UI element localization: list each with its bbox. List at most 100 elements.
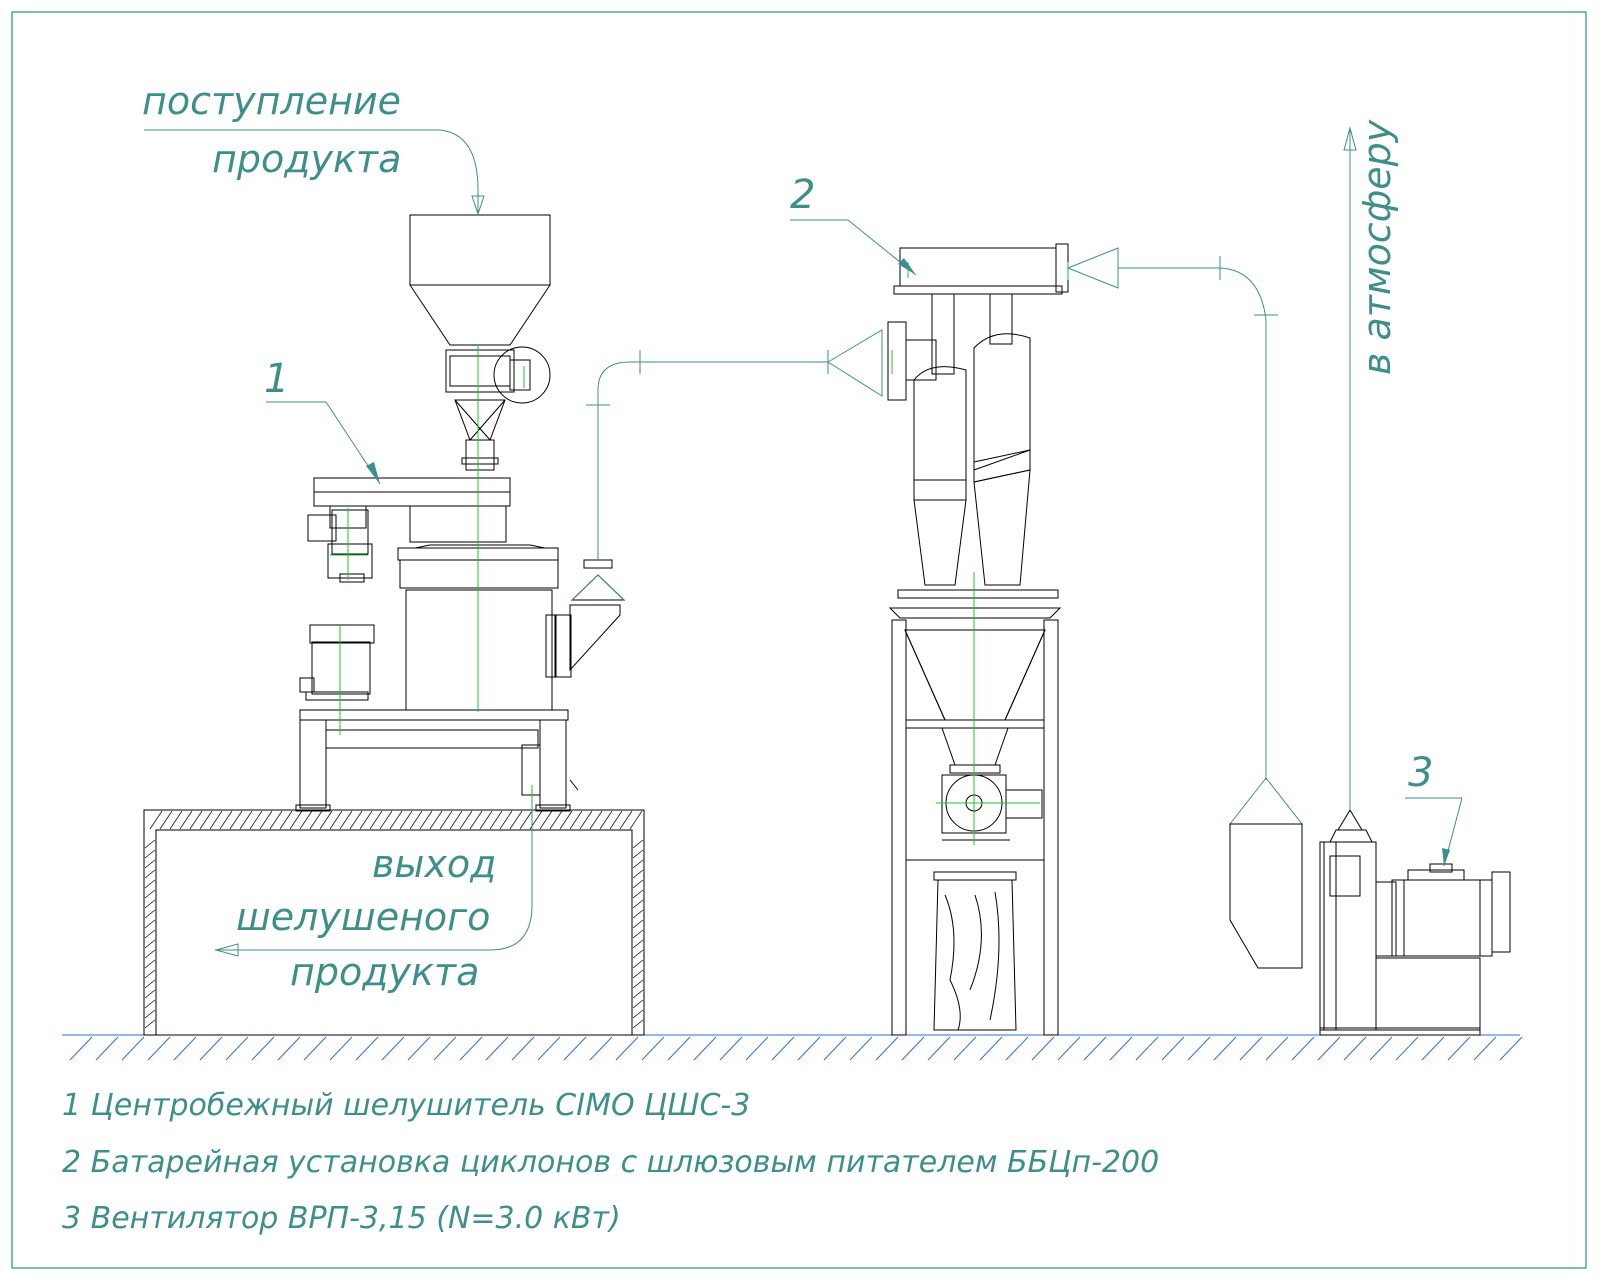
ground-hatch-line — [849, 1036, 873, 1061]
platform-hatch-line — [539, 810, 553, 830]
legend-item-1: 1 Центробежный шелушитель CIMO ЦШС-3 — [62, 1088, 750, 1123]
ground-hatch-line — [1265, 1036, 1289, 1061]
platform-hatch-line — [429, 810, 443, 830]
platform-hatch-line — [632, 849, 644, 859]
ground-hatch-line — [121, 1036, 145, 1061]
platform-hatch-line — [229, 810, 243, 830]
platform-hatch-line — [339, 810, 353, 830]
platform-hatch-line — [199, 810, 213, 830]
ground-hatch-line — [823, 1036, 847, 1061]
platform-hatch-line — [289, 810, 303, 830]
input-label-line2: продукта — [212, 137, 401, 181]
platform-hatch-line — [249, 810, 263, 830]
ground-hatch-line — [1421, 1036, 1445, 1061]
callout-3: 3 — [1408, 750, 1433, 796]
platform-hatch-line — [579, 810, 593, 830]
output-label-line2: шелушеного — [236, 895, 490, 939]
platform-hatch-line — [179, 810, 193, 830]
platform-hatch-line — [144, 929, 156, 939]
output-arrow — [214, 800, 533, 957]
platform-hatch-line — [632, 979, 644, 989]
platform-hatch-line — [479, 810, 493, 830]
duct-huller-to-cyclone — [570, 329, 883, 601]
platform-hatch-line — [489, 810, 503, 830]
ground-hatch-line — [1473, 1036, 1497, 1061]
input-arrow — [144, 129, 485, 216]
ground-hatch-line — [303, 1036, 327, 1061]
platform-hatch-line — [144, 879, 156, 889]
ground-hatch-line — [1395, 1036, 1419, 1061]
duct-cyclone-to-fan — [1117, 256, 1304, 969]
ground-hatch-line — [1291, 1036, 1315, 1061]
platform-hatch-line — [219, 810, 233, 830]
platform-hatch-line — [144, 909, 156, 919]
ground-hatch-line — [381, 1036, 405, 1061]
platform-hatch-line — [144, 849, 156, 859]
ground-hatch-line — [719, 1036, 743, 1061]
platform-hatch-line — [419, 810, 433, 830]
ground-hatch-line — [1213, 1036, 1237, 1061]
ground-hatch-line — [1057, 1036, 1081, 1061]
ground-hatch-line — [1187, 1036, 1211, 1061]
platform-hatch-line — [632, 949, 644, 959]
callout-leaders — [266, 219, 1463, 867]
platform-hatch-line — [149, 810, 163, 830]
platform-hatch-line — [259, 810, 273, 830]
platform-hatch-line — [599, 810, 613, 830]
ground-hatch-line — [641, 1036, 665, 1061]
platform-hatch-line — [144, 939, 156, 949]
ground-hatch-line — [901, 1036, 925, 1061]
platform-hatch-line — [144, 949, 156, 959]
platform-hatch-line — [144, 839, 156, 849]
ground-hatch-line — [1031, 1036, 1055, 1061]
platform-hatch-line — [619, 810, 633, 830]
platform-hatch-line — [519, 810, 533, 830]
platform-hatch-line — [329, 810, 343, 830]
platform-hatch-line — [279, 810, 293, 830]
ground-hatch-line — [979, 1036, 1003, 1061]
platform-hatch-line — [632, 969, 644, 979]
platform-hatch-line — [632, 939, 644, 949]
platform-hatch-line — [469, 810, 483, 830]
platform-hatch-line — [559, 810, 573, 830]
platform-hatch-line — [439, 810, 453, 830]
ground-hatch-line — [1005, 1036, 1029, 1061]
platform-hatch-line — [632, 909, 644, 919]
platform-hatch-line — [269, 810, 283, 830]
platform-hatch-line — [549, 810, 563, 830]
platform-hatch-line — [632, 899, 644, 909]
ground-hatch-line — [459, 1036, 483, 1061]
platform-hatch-line — [389, 810, 403, 830]
platform-hatch-line — [609, 810, 623, 830]
ground-hatch-line — [433, 1036, 457, 1061]
ground-hatch-line — [511, 1036, 535, 1061]
ground-hatch-line — [667, 1036, 691, 1061]
ground-hatch-line — [69, 1036, 93, 1061]
platform-hatch-line — [632, 869, 644, 879]
platform-hatch-line — [632, 1009, 644, 1019]
platform-hatch-line — [632, 839, 644, 849]
platform-hatch-line — [144, 989, 156, 999]
ground-hatch-line — [563, 1036, 587, 1061]
platform-hatch-line — [632, 879, 644, 889]
ground-hatch-line — [95, 1036, 119, 1061]
platform-hatch-line — [144, 979, 156, 989]
platform-hatch-line — [449, 810, 463, 830]
platform-hatch-line — [632, 919, 644, 929]
platform-hatch-line — [144, 999, 156, 1009]
platform-hatch-line — [144, 959, 156, 969]
ground-hatch-line — [1083, 1036, 1107, 1061]
platform-hatch-line — [459, 810, 473, 830]
platform-hatch-line — [349, 810, 363, 830]
platform-hatch-line — [569, 810, 583, 830]
legend-item-3: 3 Вентилятор ВРП-3,15 (N=3.0 кВт) — [62, 1201, 621, 1236]
ground-hatch-line — [615, 1036, 639, 1061]
ground-hatch-line — [251, 1036, 275, 1061]
output-label-line1: выход — [372, 842, 496, 886]
platform-hatch-line — [632, 989, 644, 999]
ground-hatch-line — [407, 1036, 431, 1061]
ground-hatch-line — [537, 1036, 561, 1061]
ground-hatch-line — [173, 1036, 197, 1061]
ground-hatch-line — [1135, 1036, 1159, 1061]
